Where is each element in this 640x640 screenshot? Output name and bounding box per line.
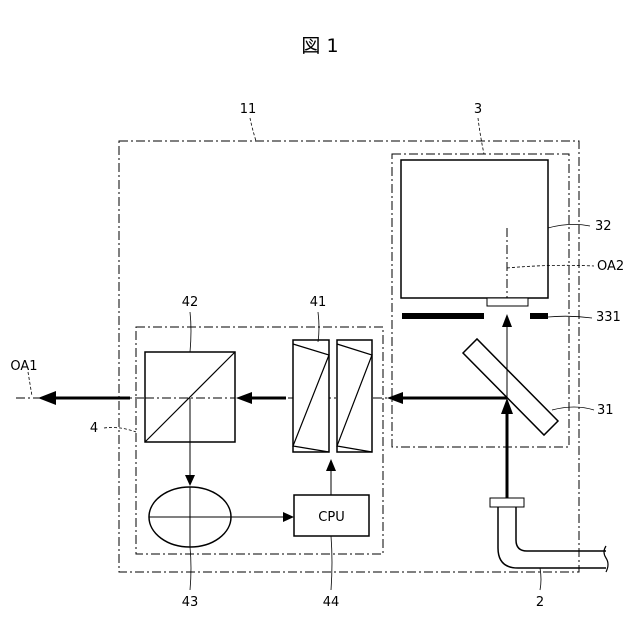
leader-42 bbox=[190, 312, 191, 352]
label-32: 32 bbox=[595, 219, 612, 234]
label-331: 331 bbox=[596, 310, 621, 325]
label-42: 42 bbox=[182, 295, 199, 310]
leader-44 bbox=[331, 536, 332, 590]
leader-4 bbox=[104, 428, 136, 433]
label-31: 31 bbox=[597, 403, 614, 418]
label-43: 43 bbox=[182, 595, 199, 610]
detector-to-cpu-arrowhead bbox=[283, 512, 294, 522]
figure-title: 図 1 bbox=[301, 35, 338, 57]
beam-mirror-arrowhead bbox=[387, 392, 403, 404]
beam-prisms-arrowhead bbox=[236, 392, 252, 404]
fiber-2 bbox=[498, 507, 606, 568]
aperture-plate-left bbox=[402, 313, 484, 319]
sensor-window bbox=[487, 298, 528, 306]
prism-1 bbox=[293, 340, 329, 452]
label-44: 44 bbox=[323, 595, 340, 610]
reflected-beam-arrowhead bbox=[502, 314, 512, 327]
label-oa1: OA1 bbox=[10, 359, 37, 374]
leader-oa1 bbox=[28, 372, 32, 396]
mirror-31 bbox=[463, 339, 558, 435]
label-oa2: OA2 bbox=[597, 259, 624, 274]
leader-331 bbox=[548, 316, 592, 318]
leader-2 bbox=[540, 568, 541, 590]
cpu-to-prisms-arrowhead bbox=[326, 459, 336, 471]
sensor-block-32 bbox=[401, 160, 548, 298]
leader-11 bbox=[250, 118, 256, 141]
leader-31 bbox=[552, 407, 594, 410]
leader-3 bbox=[478, 118, 484, 154]
label-11: 11 bbox=[240, 102, 257, 117]
label-3: 3 bbox=[474, 102, 482, 117]
label-4: 4 bbox=[90, 421, 98, 436]
label-2: 2 bbox=[536, 595, 544, 610]
prism-2 bbox=[337, 340, 372, 452]
leader-43 bbox=[190, 547, 191, 590]
cpu-label: CPU bbox=[318, 510, 344, 525]
label-41: 41 bbox=[310, 295, 327, 310]
fiber-2-inner bbox=[516, 507, 606, 551]
output-beam-arrowhead bbox=[38, 391, 56, 405]
aperture-plate-right bbox=[530, 313, 548, 319]
detector-arrowhead bbox=[185, 475, 195, 486]
fiber-connector bbox=[490, 498, 524, 507]
